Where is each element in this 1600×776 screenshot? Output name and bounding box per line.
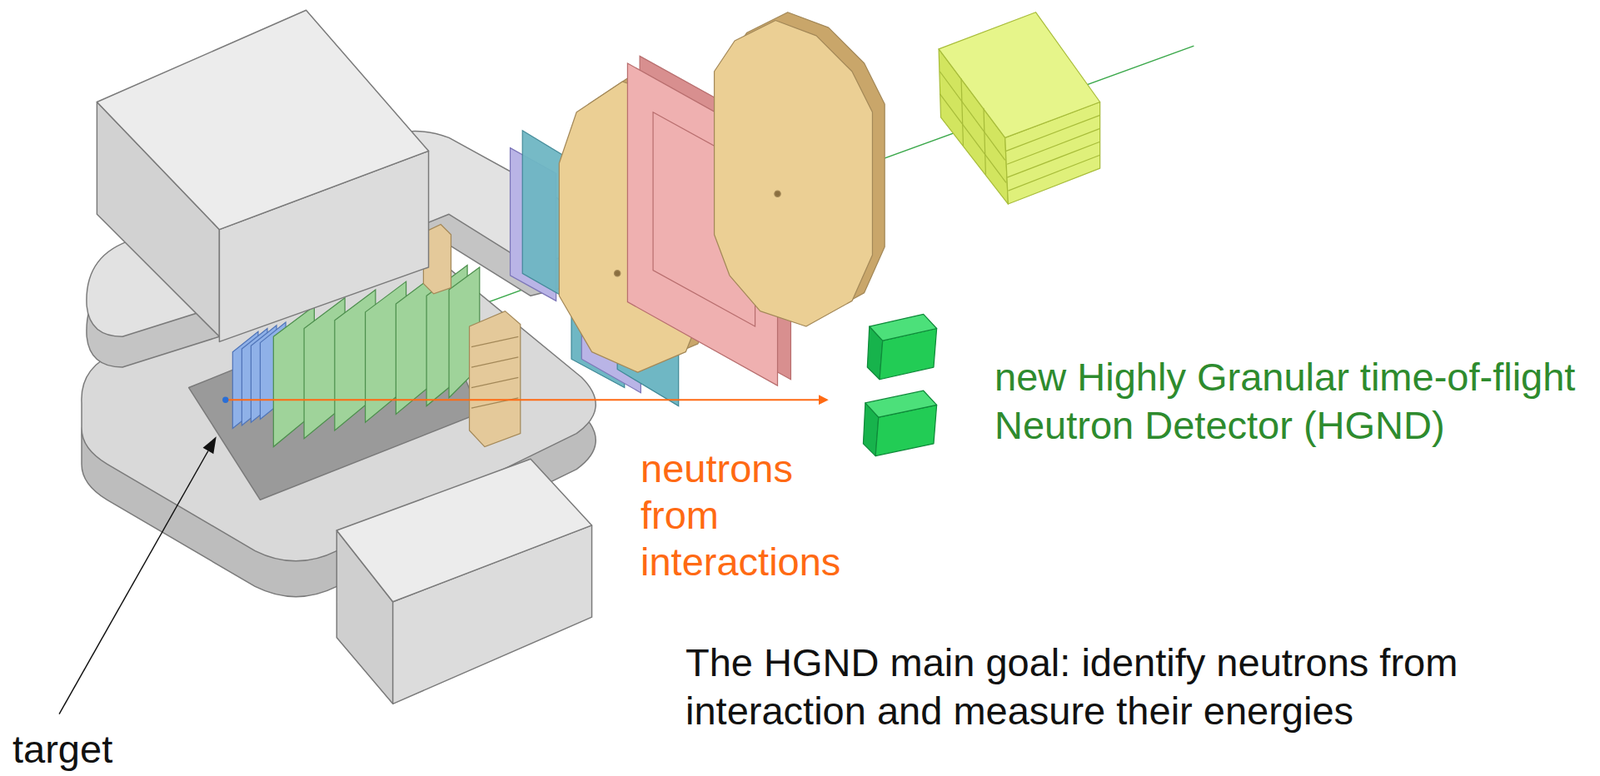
hgnd-modules-part: [869, 314, 938, 341]
target-leader-part: [59, 450, 209, 714]
neutron-arrow-part: [222, 397, 229, 404]
forward-calorimeter-part: [1007, 154, 1100, 191]
forward-calorimeter: [938, 12, 1101, 205]
tan-calorimeter-block: [423, 224, 520, 448]
hgnd-label: new Highly Granular time-of-flight Neutr…: [994, 353, 1591, 450]
forward-calorimeter-part: [1006, 128, 1100, 165]
forward-calorimeter-part: [938, 12, 1101, 139]
forward-calorimeter-part: [939, 94, 1007, 184]
neutron-arrow: [222, 397, 827, 404]
forward-calorimeter-part: [961, 78, 963, 146]
hgnd-modules: [862, 314, 937, 456]
magnet-bottom-block: [336, 458, 592, 704]
forward-calorimeter-part: [1006, 141, 1100, 178]
forward-calorimeter-part: [983, 108, 986, 175]
neutrons-label: neutrons from interactions: [640, 445, 866, 586]
target-leader: [59, 436, 217, 714]
forward-calorimeter-part: [939, 71, 1005, 161]
tan-calorimeter-block-part: [471, 336, 519, 347]
drift-chamber-1-part: [614, 270, 621, 277]
drift-chamber-2-part: [714, 20, 873, 328]
magnet-bottom-block-part: [336, 458, 592, 603]
forward-calorimeter-part: [1006, 114, 1101, 151]
magnet-top-block-part: [96, 9, 429, 230]
hgnd-modules-part: [865, 390, 938, 418]
tan-calorimeter-block-part: [471, 377, 519, 388]
drift-chamber-2-part: [774, 190, 781, 197]
magnet-top-block: [96, 9, 429, 342]
goal-note: The HGND main goal: identify neutrons fr…: [685, 638, 1486, 736]
target-label: target: [12, 726, 180, 773]
tan-calorimeter-block-part: [469, 311, 521, 448]
drift-chamber-2: [714, 12, 886, 327]
target-leader-part: [203, 436, 217, 454]
neutron-arrow-part: [226, 398, 827, 401]
tan-calorimeter-block-part: [471, 357, 519, 368]
